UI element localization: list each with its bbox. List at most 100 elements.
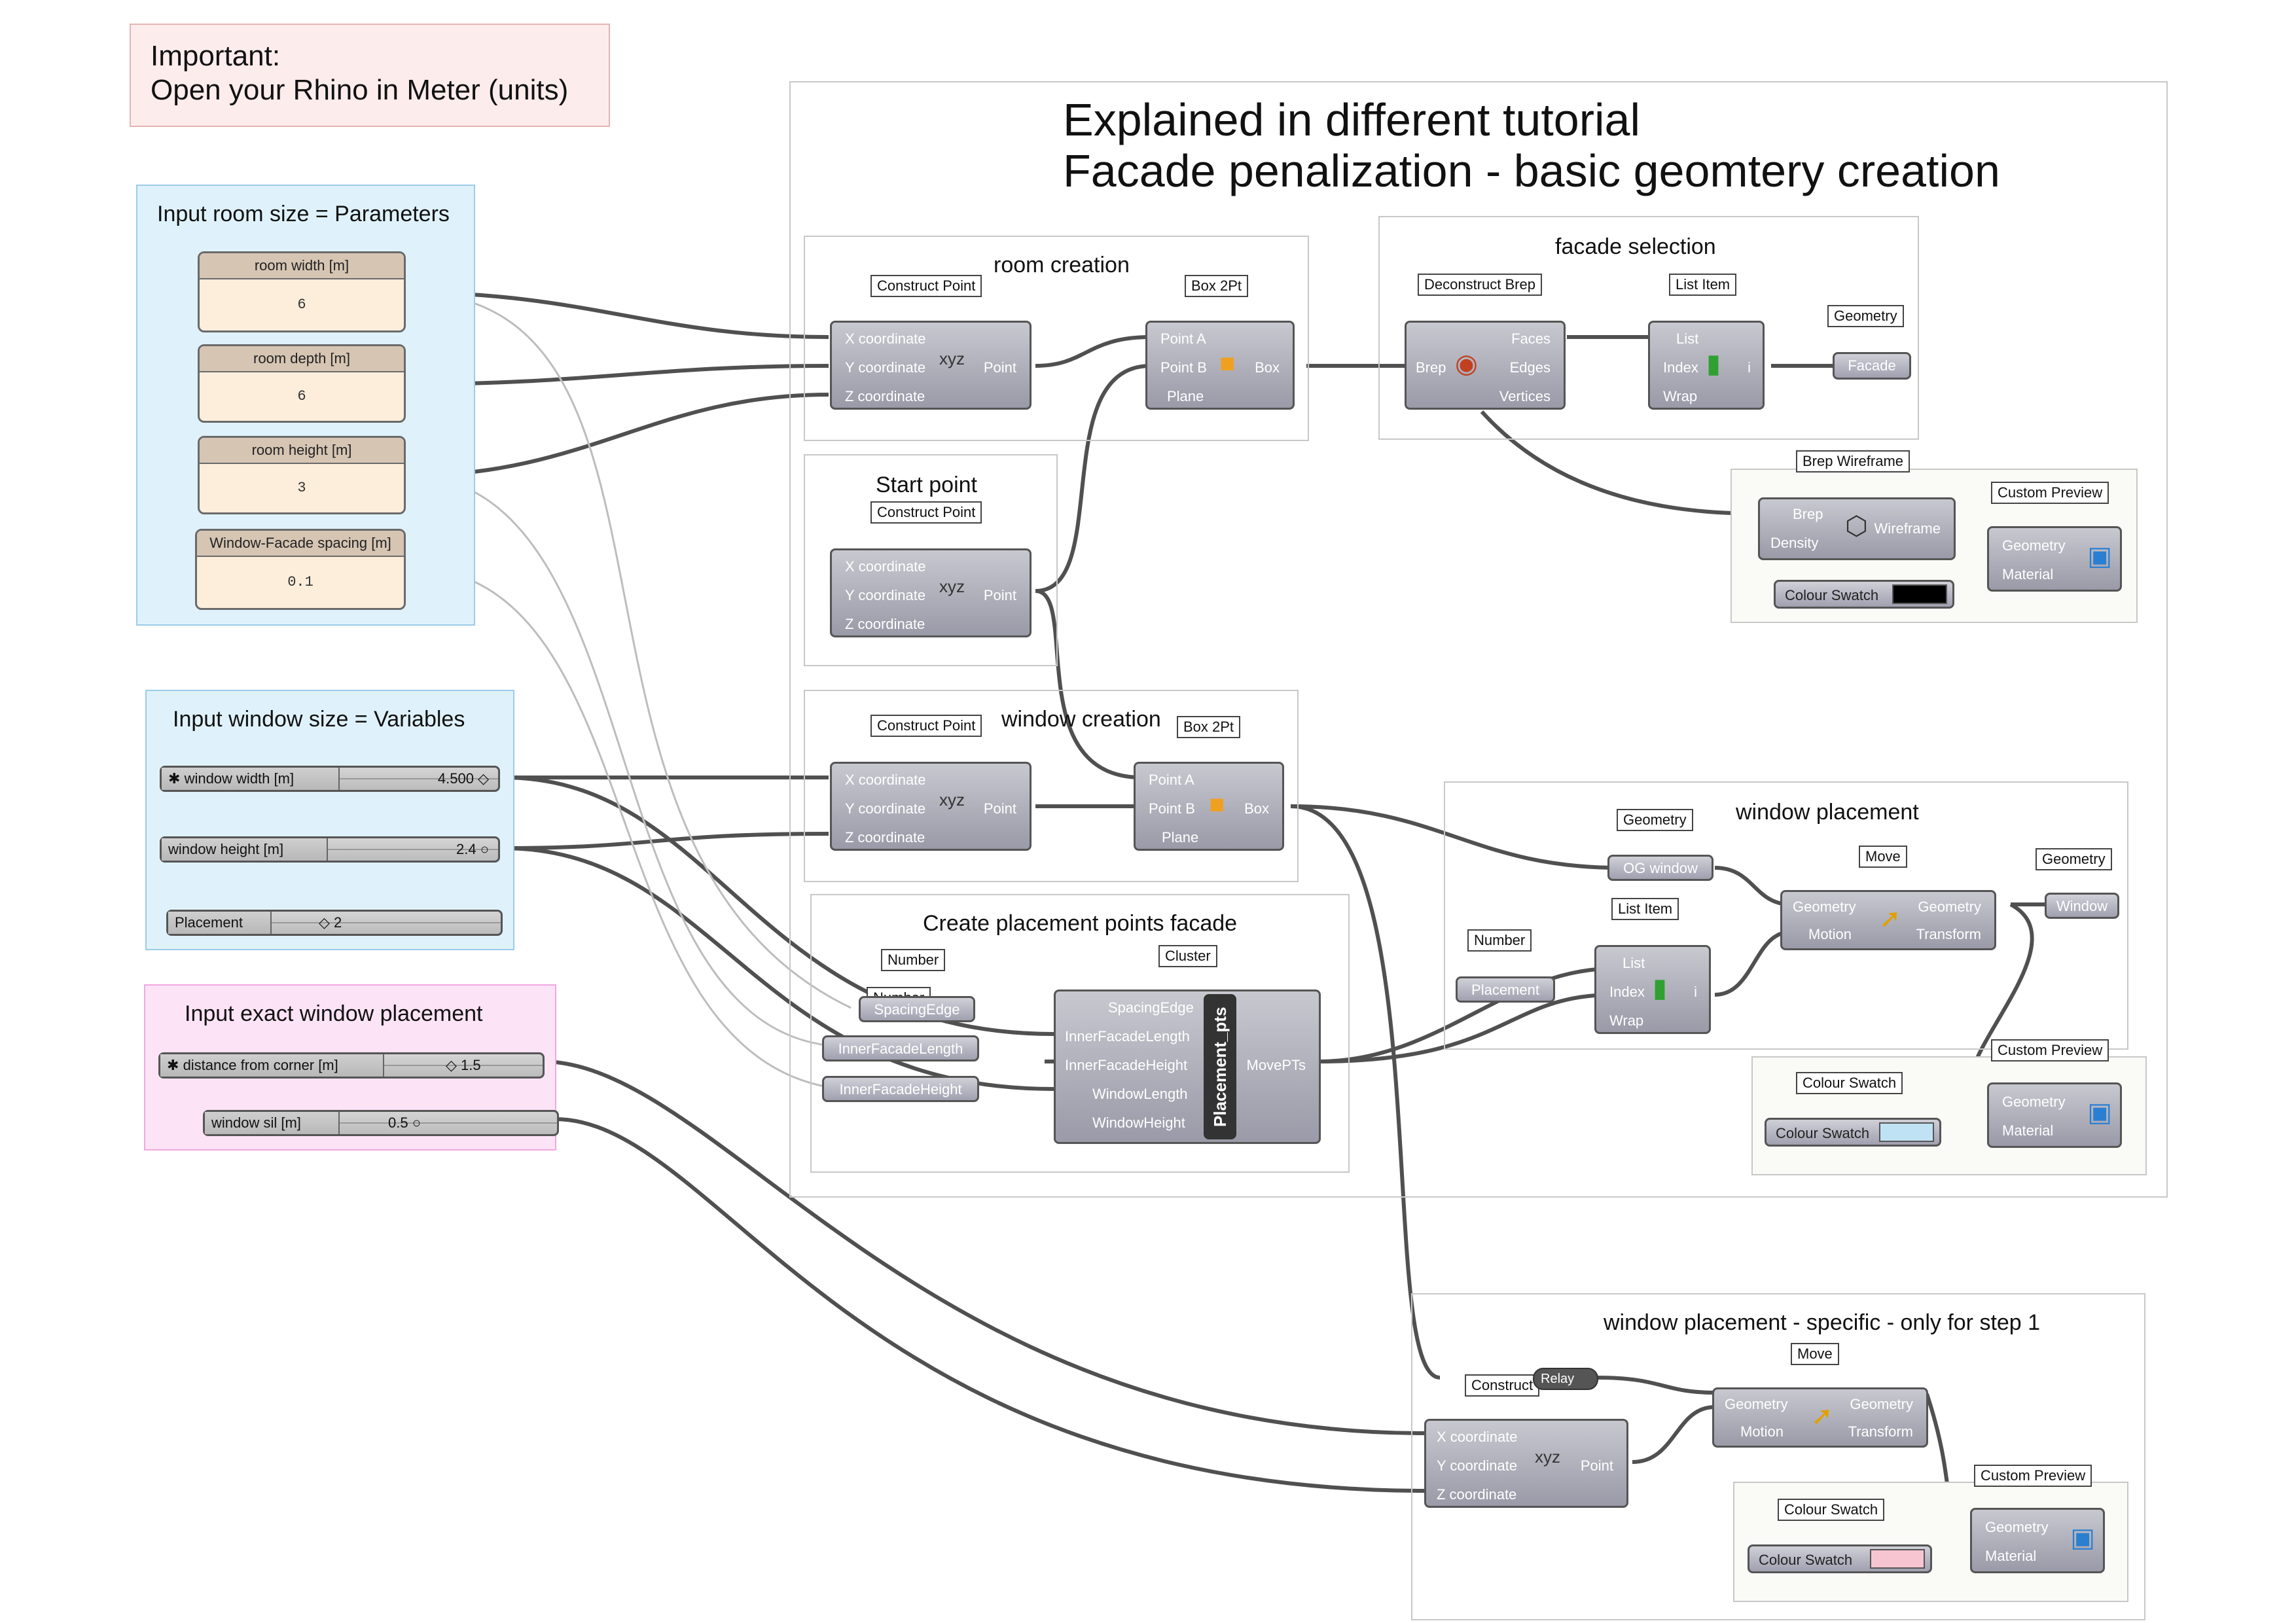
port-x[interactable]: X coordinate <box>845 558 926 575</box>
construct-point-room[interactable]: X coordinate Y coordinate Z coordinate x… <box>830 321 1031 410</box>
port-vertices[interactable]: Vertices <box>1499 388 1551 404</box>
port-box[interactable]: Box <box>1244 800 1269 817</box>
slider-window-height[interactable]: window height [m] 2.4 ○ <box>160 836 500 863</box>
group-window-vars[interactable]: Input window size = Variables <box>145 690 514 950</box>
port-point[interactable]: Point <box>983 587 1016 603</box>
port-density[interactable]: Density <box>1770 535 1819 551</box>
port-geometry[interactable]: Geometry <box>2002 537 2066 554</box>
port-geometry[interactable]: Geometry <box>2002 1094 2066 1110</box>
panel-room-depth[interactable]: room depth [m] 6 <box>198 344 406 423</box>
param-spacing-edge[interactable]: SpacingEdge <box>859 996 975 1022</box>
list-item-placement[interactable]: List Index Wrap ▮ i <box>1594 945 1711 1034</box>
port-spacing-edge[interactable]: SpacingEdge <box>1108 999 1194 1016</box>
port-geometry-out[interactable]: Geometry <box>1918 899 1981 915</box>
port-z[interactable]: Z coordinate <box>845 616 925 632</box>
port-y[interactable]: Y coordinate <box>845 800 926 817</box>
port-geometry-out[interactable]: Geometry <box>1850 1396 1913 1412</box>
port-brep[interactable]: Brep <box>1793 506 1823 522</box>
port-point[interactable]: Point <box>1580 1457 1613 1474</box>
port-inner-facade-height[interactable]: InnerFacadeHeight <box>1065 1057 1188 1073</box>
port-brep[interactable]: Brep <box>1416 359 1446 376</box>
port-geometry[interactable]: Geometry <box>1985 1519 2049 1535</box>
port-y[interactable]: Y coordinate <box>1437 1457 1518 1474</box>
main-title-line2: Facade penalization - basic geomtery cre… <box>1063 145 2000 196</box>
port-plane[interactable]: Plane <box>1162 829 1199 846</box>
colour-swatch-black[interactable]: Colour Swatch <box>1774 580 1954 609</box>
param-inner-facade-length[interactable]: InnerFacadeLength <box>822 1035 979 1061</box>
port-box[interactable]: Box <box>1255 359 1280 376</box>
port-transform[interactable]: Transform <box>1848 1423 1913 1440</box>
port-i[interactable]: i <box>1694 984 1697 1000</box>
move-window[interactable]: Geometry Motion ➚ Geometry Transform <box>1780 890 1996 950</box>
param-og-window[interactable]: OG window <box>1607 855 1713 881</box>
construct-point-start[interactable]: X coordinate Y coordinate Z coordinate x… <box>830 548 1031 637</box>
port-x[interactable]: X coordinate <box>1437 1429 1518 1445</box>
panel-room-height[interactable]: room height [m] 3 <box>198 436 406 514</box>
box-2pt-window[interactable]: Point A Point B Plane ■ Box <box>1134 762 1284 851</box>
port-point-b[interactable]: Point B <box>1160 359 1207 376</box>
port-y[interactable]: Y coordinate <box>845 587 926 603</box>
swatch-color[interactable] <box>1879 1122 1934 1142</box>
port-wrap[interactable]: Wrap <box>1609 1012 1644 1029</box>
box-2pt-room[interactable]: Point A Point B Plane ■ Box <box>1145 321 1295 410</box>
port-point-a[interactable]: Point A <box>1149 772 1194 788</box>
colour-swatch-pink[interactable]: Colour Swatch <box>1748 1544 1932 1573</box>
custom-preview-wireframe[interactable]: Geometry Material ▣ <box>1987 526 2122 592</box>
port-y[interactable]: Y coordinate <box>845 359 926 376</box>
custom-preview-specific[interactable]: Geometry Material ▣ <box>1970 1508 2105 1573</box>
port-point[interactable]: Point <box>983 800 1016 817</box>
list-item-facade[interactable]: List Index Wrap ▮ i <box>1648 321 1765 410</box>
slider-window-sil[interactable]: window sil [m] 0.5 ○ <box>203 1110 559 1136</box>
swatch-color[interactable] <box>1892 584 1947 604</box>
port-z[interactable]: Z coordinate <box>845 829 925 846</box>
construct-point-window[interactable]: X coordinate Y coordinate Z coordinate x… <box>830 762 1031 851</box>
port-x[interactable]: X coordinate <box>845 772 926 788</box>
port-point-a[interactable]: Point A <box>1160 330 1206 347</box>
port-inner-facade-length[interactable]: InnerFacadeLength <box>1065 1028 1190 1044</box>
slider-placement[interactable]: Placement ◇ 2 <box>166 910 503 936</box>
param-facade[interactable]: Facade <box>1833 352 1911 380</box>
port-point-b[interactable]: Point B <box>1149 800 1195 817</box>
move-specific[interactable]: Geometry Motion ➚ Geometry Transform <box>1712 1387 1928 1448</box>
cluster-placement-pts[interactable]: SpacingEdge InnerFacadeLength InnerFacad… <box>1054 990 1321 1144</box>
colour-swatch-blue[interactable]: Colour Swatch <box>1765 1118 1941 1147</box>
port-transform[interactable]: Transform <box>1916 926 1981 942</box>
port-motion[interactable]: Motion <box>1740 1423 1784 1440</box>
port-geometry-in[interactable]: Geometry <box>1725 1396 1788 1412</box>
panel-room-width[interactable]: room width [m] 6 <box>198 251 406 332</box>
port-x[interactable]: X coordinate <box>845 330 926 347</box>
relay[interactable]: Relay <box>1533 1368 1598 1390</box>
slider-distance-corner[interactable]: ✱ distance from corner [m] ◇ 1.5 <box>158 1052 545 1079</box>
deconstruct-brep[interactable]: Brep ◉ Faces Edges Vertices <box>1405 321 1566 410</box>
port-wrap[interactable]: Wrap <box>1663 388 1698 404</box>
port-index[interactable]: Index <box>1663 359 1698 376</box>
slider-window-width[interactable]: ✱ window width [m] 4.500 ◇ <box>160 766 500 792</box>
port-faces[interactable]: Faces <box>1511 330 1551 347</box>
port-i[interactable]: i <box>1748 359 1751 376</box>
construct-point-specific[interactable]: X coordinate Y coordinate Z coordinate x… <box>1424 1419 1628 1508</box>
port-z[interactable]: Z coordinate <box>1437 1486 1517 1503</box>
port-point[interactable]: Point <box>983 359 1016 376</box>
port-list[interactable]: List <box>1623 955 1645 971</box>
port-window-length[interactable]: WindowLength <box>1092 1086 1188 1102</box>
port-list[interactable]: List <box>1676 330 1699 347</box>
port-plane[interactable]: Plane <box>1167 388 1204 404</box>
port-index[interactable]: Index <box>1609 984 1645 1000</box>
port-window-height[interactable]: WindowHeight <box>1092 1115 1185 1131</box>
port-geometry-in[interactable]: Geometry <box>1793 899 1856 915</box>
port-edges[interactable]: Edges <box>1509 359 1551 376</box>
param-window[interactable]: Window <box>2045 893 2119 919</box>
port-motion[interactable]: Motion <box>1808 926 1852 942</box>
param-placement[interactable]: Placement <box>1456 976 1555 1003</box>
custom-preview-window[interactable]: Geometry Material ▣ <box>1987 1082 2122 1148</box>
port-wireframe[interactable]: Wireframe <box>1874 520 1941 537</box>
port-move-pts[interactable]: MovePTs <box>1246 1057 1306 1073</box>
port-material[interactable]: Material <box>2002 1122 2054 1139</box>
param-inner-facade-height[interactable]: InnerFacadeHeight <box>822 1076 979 1102</box>
port-material[interactable]: Material <box>2002 566 2054 582</box>
panel-window-facade-spacing[interactable]: Window-Facade spacing [m] 0.1 <box>195 529 406 610</box>
swatch-color[interactable] <box>1870 1549 1925 1569</box>
port-z[interactable]: Z coordinate <box>845 388 925 404</box>
brep-wireframe[interactable]: Brep Density ⬡ Wireframe <box>1758 497 1956 560</box>
port-material[interactable]: Material <box>1985 1548 2037 1564</box>
